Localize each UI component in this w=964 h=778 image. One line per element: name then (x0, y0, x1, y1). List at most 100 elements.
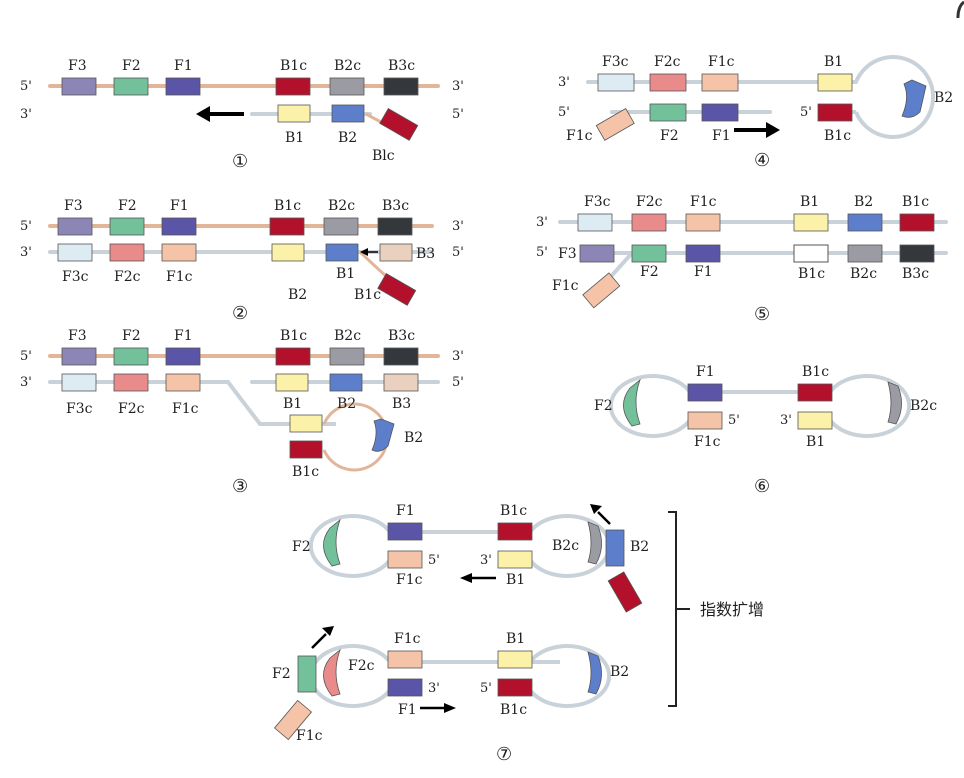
box-F1c (165, 373, 201, 392)
end-5-left: 5' (20, 349, 32, 364)
label-B1c: B1c (500, 702, 527, 718)
panel-2: F3 F2 F1 B1c B2c B3c F3c F2c F1c B1 B2 B… (20, 198, 464, 324)
label-F3: F3 (68, 328, 87, 344)
label-B1: B1 (336, 266, 355, 282)
label-F1: F1 (174, 328, 193, 344)
label-B2: B2 (610, 664, 629, 680)
loop-right (528, 644, 612, 708)
box-F2c (109, 243, 145, 262)
arc-F2 (323, 518, 341, 567)
box-B3c (377, 217, 413, 236)
label-B3c: B3c (382, 198, 409, 214)
box-B1 (797, 411, 833, 430)
end-5-left: 5' (558, 105, 570, 120)
label-B1c-lower: B1c (798, 266, 825, 282)
label-B1c: B1c (500, 503, 527, 519)
label-F1c: F1c (708, 54, 735, 70)
box-F3c (577, 213, 613, 232)
box-F2 (631, 244, 667, 263)
end-3-left: 3' (20, 107, 32, 122)
box-B1c-tail (379, 108, 419, 141)
box-B1c (899, 213, 935, 232)
label-F1: F1 (694, 264, 713, 280)
label-F3c: F3c (66, 401, 93, 417)
label-B2c: B2c (552, 538, 579, 554)
label-B2c: B2c (910, 398, 937, 414)
end-3: 3' (780, 413, 792, 428)
box-F2 (113, 77, 149, 96)
label-F1c: F1c (166, 269, 193, 285)
label-B1: B1 (283, 396, 302, 412)
label-B1: B1 (800, 194, 819, 210)
arrowhead (196, 106, 210, 122)
label-F1: F1 (696, 364, 715, 380)
panel-7-top: F1 F1c B1c B1 F2 B2c B2 5' 3' (292, 503, 649, 613)
box-B1-loop (289, 414, 323, 433)
primer-arrow (597, 511, 611, 525)
box-B1c (497, 522, 533, 541)
panel-6: F1 F1c B1c B1 F2 B2c 5' 3' ⑥ (594, 364, 937, 497)
panel-3: F3 F2 F1 B1c B2c B3c F3c F2c F1c B1 B2 B… (20, 328, 464, 497)
label-B2: B2 (854, 194, 873, 210)
label-F1c-primer: F1c (296, 728, 323, 744)
end-3: 3' (428, 681, 440, 696)
label-F2: F2 (594, 398, 613, 414)
box-B1c (797, 383, 833, 402)
step-number-1: ① (232, 151, 248, 172)
box-B3c (383, 77, 419, 96)
arc-B2c (887, 381, 902, 425)
end-5-left: 5' (20, 219, 32, 234)
label-B2c: B2c (334, 328, 361, 344)
box-F1 (387, 678, 423, 697)
primer-arrowhead (322, 626, 334, 636)
box-F1c-tail (595, 108, 635, 141)
arc-F2c (323, 648, 341, 697)
arc-B2 (901, 79, 927, 118)
panel-5: F3c F2c F1c B1 B2 B1c F3 F2 F1 B1c B2c B… (536, 194, 948, 325)
label-F3: F3 (68, 58, 87, 74)
box-B1 (277, 104, 311, 123)
box-B3c (899, 244, 935, 263)
box-F3c (597, 73, 635, 92)
end-5-left: 5' (536, 245, 548, 260)
label-F1c-tail: F1c (566, 128, 593, 144)
box-B2-primer (605, 529, 625, 567)
label-B1: B1 (506, 572, 525, 588)
step-number-6: ⑥ (754, 476, 770, 497)
box-B2 (329, 373, 363, 392)
label-F2c: F2c (118, 401, 145, 417)
end-3-left: 3' (20, 375, 32, 390)
arc-B2c (587, 521, 602, 565)
box-B2 (331, 104, 365, 123)
box-F3 (57, 217, 93, 236)
edge-mark (956, 0, 964, 19)
label-F2c: F2c (654, 54, 681, 70)
box-F1c (387, 650, 423, 669)
box-F1 (387, 522, 423, 541)
label-F3c: F3c (62, 269, 89, 285)
box-F1 (687, 383, 723, 402)
label-B3c: B3c (388, 58, 415, 74)
box-B1c (275, 347, 311, 366)
label-F1c: F1c (394, 631, 421, 647)
arrowhead (444, 703, 456, 713)
label-F1: F1 (398, 702, 417, 718)
box-F3 (61, 77, 97, 96)
end-3-right: 3' (452, 79, 464, 94)
label-B2c: B2c (328, 198, 355, 214)
label-F1c: F1c (694, 434, 721, 450)
label-B1: B1 (806, 434, 825, 450)
end-3: 3' (480, 553, 492, 568)
panel-7-bottom: F1c F1 B1 B1c F2 F2c B2 F1c 3' 5' ⑦ (272, 626, 629, 765)
label-F1c: F1c (690, 194, 717, 210)
box-F1 (701, 103, 739, 122)
label-F1c-tail: F1c (552, 278, 579, 294)
box-F2 (113, 347, 149, 366)
step-number-2: ② (232, 303, 248, 324)
step-number-3: ③ (232, 476, 248, 497)
box-B3 (383, 373, 419, 392)
end-3-left: 3' (558, 75, 570, 90)
box-B1 (817, 73, 853, 92)
label-B1c-loop: B1c (292, 464, 319, 480)
